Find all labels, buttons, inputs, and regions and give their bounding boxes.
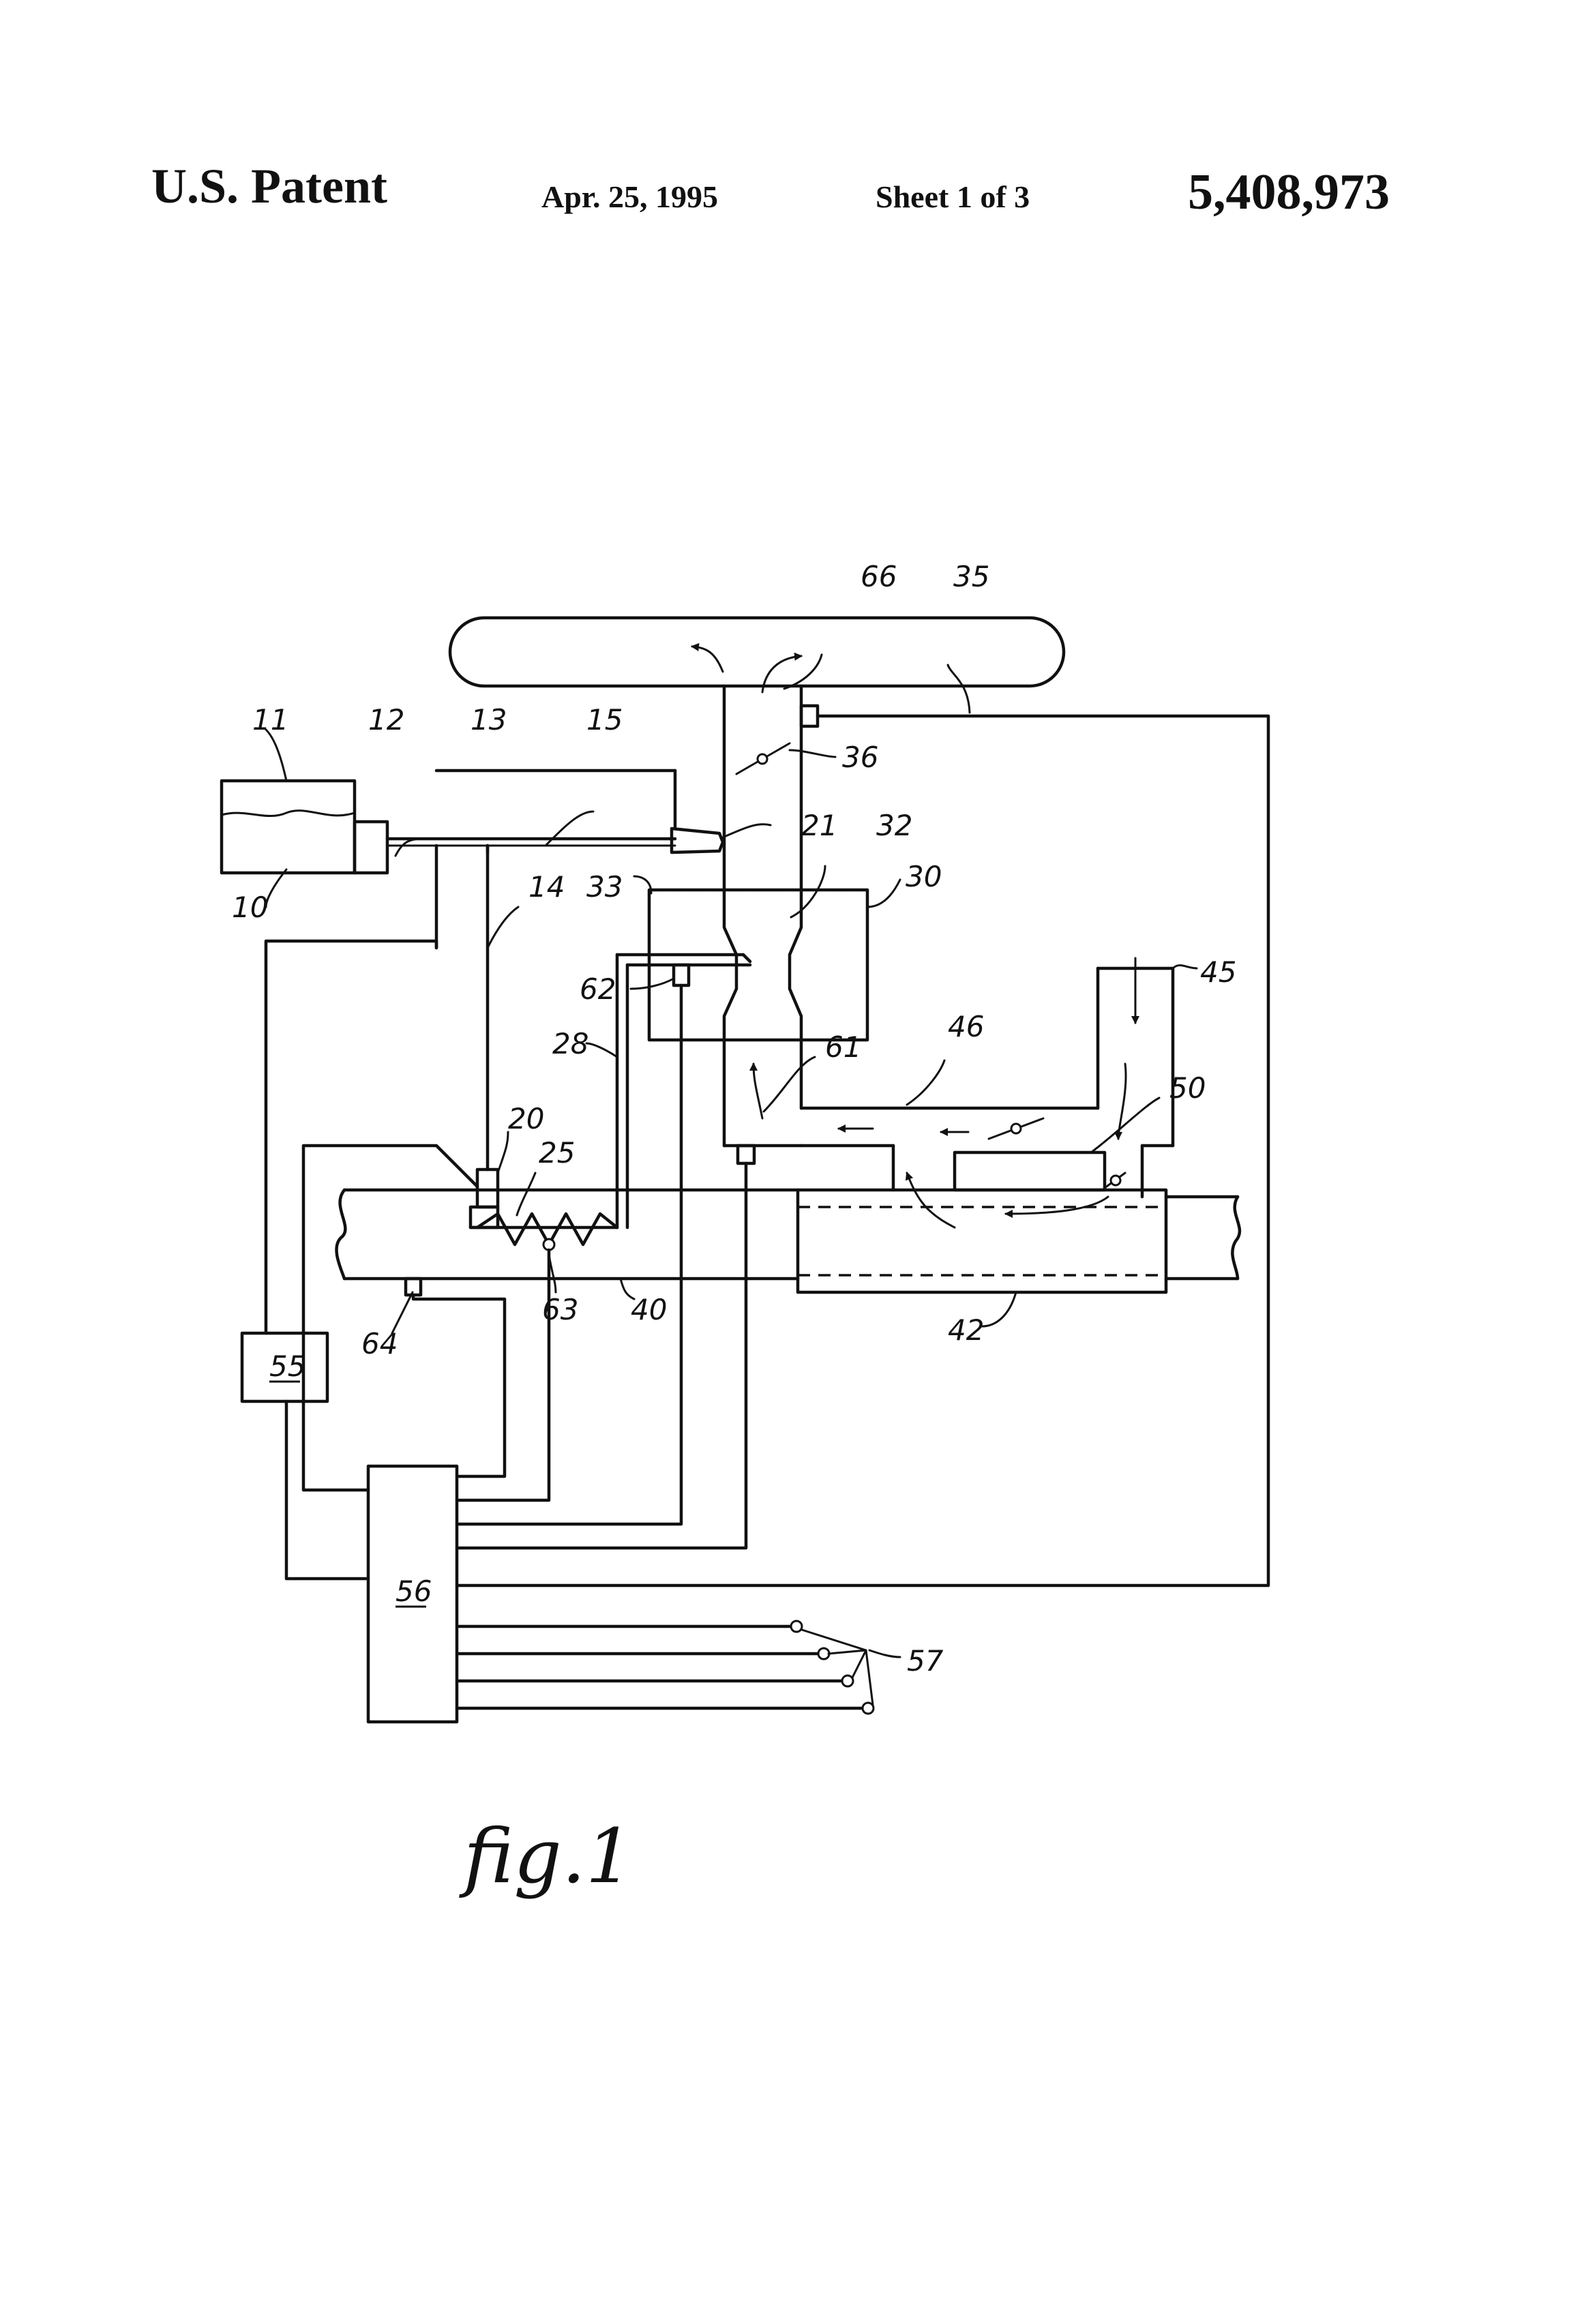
- ref-45: 45: [1200, 955, 1236, 989]
- sensor-61: [738, 1146, 754, 1163]
- injector-21: [672, 829, 723, 852]
- sensor-62: [674, 965, 689, 985]
- ref-25: 25: [539, 1136, 575, 1170]
- bypass-passage-46: [801, 958, 1173, 1227]
- ref-50: 50: [1169, 1071, 1206, 1105]
- exhaust-pipe-40: [337, 1190, 1240, 1279]
- ref-20: 20: [508, 1102, 544, 1135]
- reference-labels: 66 35 11 12 13 15 36 21 32 30 10 14 33 4…: [232, 560, 1236, 1678]
- fuel-tank-11: [222, 781, 355, 873]
- ref-13: 13: [471, 703, 507, 736]
- figure-caption: fig.1: [459, 1813, 633, 1900]
- ref-30: 30: [906, 860, 942, 893]
- ref-33: 33: [586, 870, 623, 904]
- ref-57: 57: [907, 1644, 944, 1678]
- ref-55: 55: [269, 1350, 305, 1383]
- ref-14: 14: [528, 870, 565, 904]
- pump-12: [355, 822, 387, 873]
- ref-46: 46: [948, 1010, 984, 1043]
- ref-61: 61: [825, 1030, 861, 1064]
- ref-62: 62: [580, 972, 616, 1006]
- sensor-66: [801, 706, 818, 726]
- ref-15: 15: [586, 703, 623, 736]
- control-wiring: [242, 716, 1268, 1722]
- ref-11: 11: [252, 703, 288, 736]
- intake-manifold-35: [450, 618, 1064, 686]
- ref-66: 66: [861, 560, 897, 593]
- ref-63: 63: [542, 1293, 578, 1326]
- intake-pipe: [692, 646, 801, 890]
- ref-21: 21: [801, 809, 837, 842]
- ref-42: 42: [948, 1313, 984, 1347]
- ref-32: 32: [876, 809, 912, 842]
- ref-56: 56: [395, 1575, 432, 1608]
- line-28: [617, 955, 750, 1227]
- ref-10: 10: [232, 891, 268, 924]
- ref-64: 64: [361, 1327, 398, 1360]
- turbine-42: [798, 1190, 1166, 1292]
- leader-lines: [266, 655, 1197, 1657]
- injector-20: [471, 846, 498, 1227]
- ref-12: 12: [368, 703, 404, 736]
- lower-duct: [724, 1040, 801, 1146]
- ref-40: 40: [631, 1293, 667, 1326]
- ref-36: 36: [842, 741, 878, 774]
- ref-28: 28: [552, 1027, 588, 1060]
- ref-35: 35: [953, 560, 989, 593]
- fuel-lines: [387, 771, 723, 948]
